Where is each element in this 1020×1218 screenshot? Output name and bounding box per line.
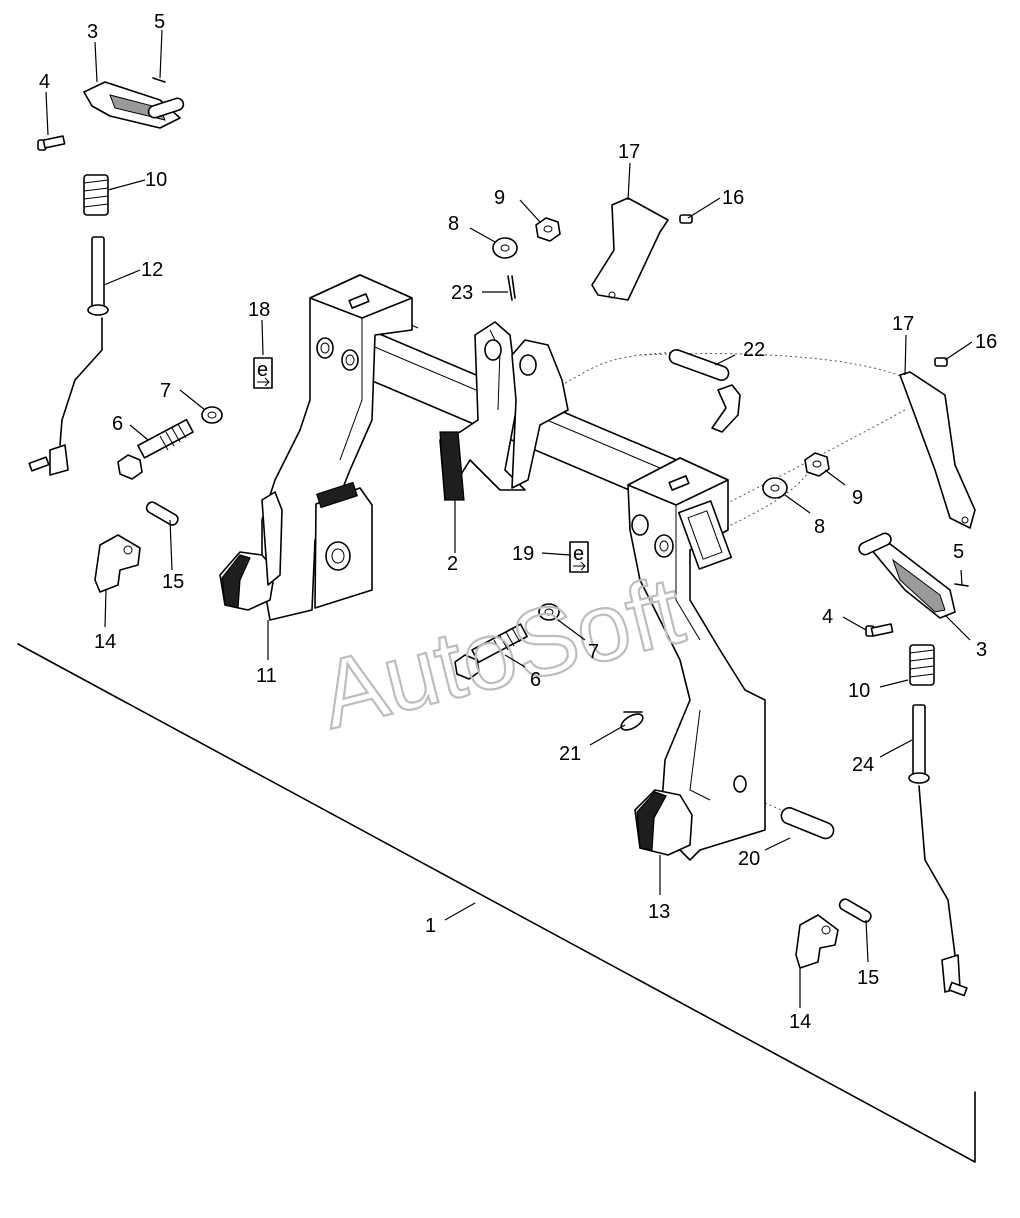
callout-14: 14 [789,1011,811,1033]
spacer-8 [492,237,788,499]
callout-14: 14 [94,631,116,653]
lower-hook-right [634,789,693,856]
callout-8: 8 [814,516,825,538]
callout-16: 16 [975,331,997,353]
callout-17: 17 [618,141,640,163]
hex-bolt-6 [117,418,528,680]
callout-21: 21 [559,743,581,765]
hitch-frame [261,274,766,861]
callout-10: 10 [145,169,167,191]
decal-19: e [569,541,589,573]
callout-24: 24 [852,754,874,776]
callout-17: 17 [892,313,914,335]
callout-10: 10 [848,680,870,702]
callout-16: 16 [722,187,744,209]
handle-pin-22 [668,348,741,433]
roll-pin-15 [145,501,872,923]
leader-lines [45,29,973,1008]
guard-plate-17 [591,197,976,529]
callout-15: 15 [857,967,879,989]
release-rod-left [28,236,109,476]
callout-11: 11 [256,665,277,687]
callout-6: 6 [530,669,541,691]
callout-5: 5 [953,541,964,563]
decal-18: e [253,357,273,389]
callout-8: 8 [448,213,459,235]
latch-right [858,532,956,619]
callout-19: 19 [512,543,534,565]
callout-6: 6 [112,413,123,435]
callout-7: 7 [160,380,171,402]
callout-23: 23 [451,282,473,304]
callout-1: 1 [425,915,436,937]
callout-12: 12 [141,259,163,281]
cam-block-14 [94,534,839,969]
callout-9: 9 [494,187,505,209]
callout-4: 4 [39,71,50,93]
assembly-boundary [17,643,976,1163]
latch-top-left [83,81,185,129]
bolt-4 [37,135,894,637]
callout-2: 2 [447,553,458,575]
nut-9 [535,217,830,477]
callout-3: 3 [976,639,987,661]
callout-9: 9 [852,487,863,509]
cotter-pin-23 [507,275,516,301]
screw-16 [679,214,948,367]
clip-21 [620,711,644,731]
callout-4: 4 [822,606,833,628]
callout-13: 13 [648,901,670,923]
callout-18: 18 [248,299,270,321]
release-rod-right [908,704,968,997]
callout-labels: 1 2 3 3 4 4 5 5 6 6 7 7 8 8 9 9 10 10 11… [39,11,997,1033]
callout-15: 15 [162,571,184,593]
svg-text:e: e [257,359,268,381]
svg-text:e: e [573,543,584,565]
pin-20 [780,807,835,840]
callout-5: 5 [154,11,165,33]
washer-7 [201,406,560,621]
callout-3: 3 [87,21,98,43]
callout-7: 7 [588,641,599,663]
callout-22: 22 [743,339,765,361]
callout-20: 20 [738,848,760,870]
spring-10 [83,174,935,686]
lower-hook-left [219,491,283,611]
